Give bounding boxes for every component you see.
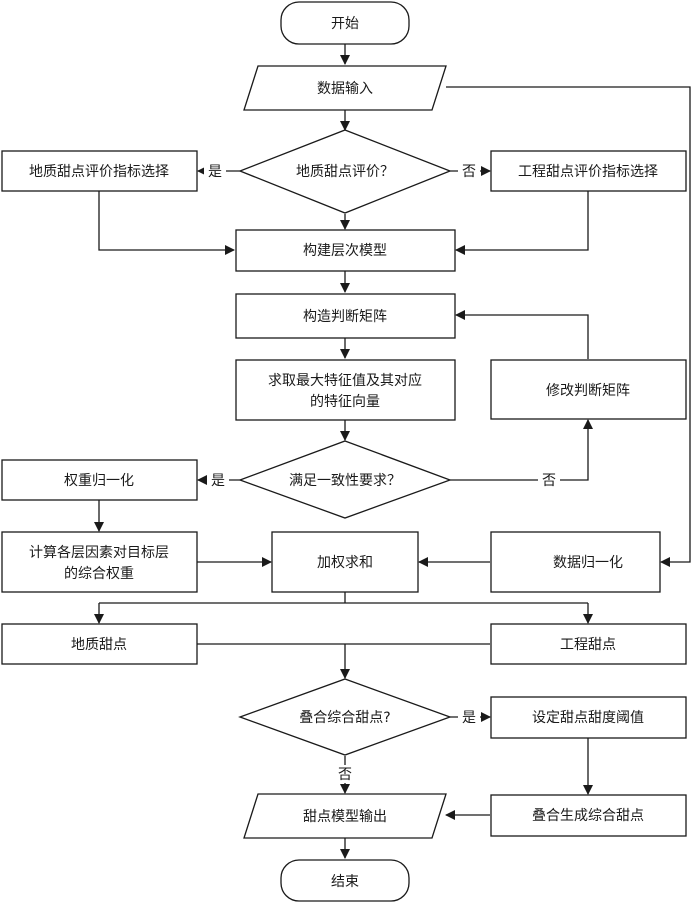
label-yes-overlay: 是 — [462, 710, 476, 726]
node-threshold: 设定甜点甜度阈值 — [490, 696, 687, 739]
node-data-norm-label: 数据归一化 — [553, 554, 623, 571]
node-threshold-label: 设定甜点甜度阈值 — [532, 710, 644, 726]
node-build-matrix-label: 构造判断矩阵 — [303, 309, 387, 325]
node-overlay-gen: 叠合生成综合甜点 — [490, 794, 687, 837]
decision-consistency-label: 满足一致性要求？ — [289, 473, 401, 489]
node-weight-norm: 权重归一化 — [1, 459, 198, 501]
label-no-overlay: 否 — [338, 767, 352, 783]
edge-geo-index-to-model — [98, 191, 235, 255]
node-eng-index-label: 工程甜点评价指标选择 — [518, 164, 658, 180]
node-modify-matrix: 修改判断矩阵 — [490, 359, 687, 420]
node-output-label: 甜点模型输出 — [303, 809, 387, 825]
node-eigen-label-line1: 求取最大特征值及其对应 — [268, 372, 422, 389]
node-start: 开始 — [280, 1, 410, 45]
node-eng-sweet: 工程甜点 — [490, 623, 687, 665]
edge-labels: 是 否 是 否 是 否 — [204, 162, 560, 783]
label-yes-consistency: 是 — [211, 473, 225, 489]
node-data-norm: 数据归一化 — [490, 531, 661, 593]
node-end-label: 结束 — [331, 874, 359, 890]
node-geo-index: 地质甜点评价指标选择 — [1, 150, 198, 192]
edge-modify-to-matrix — [455, 310, 589, 359]
node-weight-norm-label: 权重归一化 — [64, 472, 134, 489]
connectors — [94, 44, 691, 859]
label-yes-geo-eval: 是 — [208, 164, 222, 180]
node-geo-sweet: 地质甜点 — [1, 623, 198, 665]
edge-input-to-data-norm — [446, 86, 691, 567]
node-weighted-sum-label: 加权求和 — [317, 555, 373, 571]
node-composite-label-line2: 的综合权重 — [64, 566, 134, 582]
node-overlay-gen-label: 叠合生成综合甜点 — [532, 808, 644, 824]
node-build-matrix: 构造判断矩阵 — [235, 293, 456, 339]
node-start-label: 开始 — [331, 16, 359, 32]
node-end: 结束 — [280, 859, 410, 902]
node-data-input: 数据输入 — [243, 65, 447, 111]
decision-overlay: 叠合综合甜点? — [238, 678, 452, 756]
decision-overlay-label: 叠合综合甜点? — [299, 710, 390, 726]
node-composite-weight: 计算各层因素对目标层 的综合权重 — [1, 531, 198, 593]
label-no-geo-eval: 否 — [462, 164, 476, 180]
node-build-model: 构建层次模型 — [235, 229, 456, 272]
node-eng-sweet-label: 工程甜点 — [560, 637, 616, 653]
edge-consistency-no — [450, 419, 593, 481]
node-composite-label-line1: 计算各层因素对目标层 — [29, 545, 169, 561]
node-weighted-sum: 加权求和 — [271, 531, 419, 593]
node-data-input-label: 数据输入 — [317, 81, 373, 97]
node-build-model-label: 构建层次模型 — [303, 243, 387, 259]
label-no-consistency: 否 — [542, 473, 556, 489]
node-eng-index: 工程甜点评价指标选择 — [490, 150, 687, 192]
edge-eng-index-to-model — [455, 191, 589, 255]
node-eigen: 求取最大特征值及其对应 的特征向量 — [235, 359, 456, 421]
decision-consistency: 满足一致性要求？ — [238, 440, 452, 519]
decision-geo-eval: 地质甜点评价？ — [238, 129, 452, 214]
node-geo-sweet-label: 地质甜点 — [71, 637, 127, 653]
decision-geo-eval-label: 地质甜点评价？ — [296, 164, 394, 180]
node-modify-matrix-label: 修改判断矩阵 — [546, 383, 630, 399]
node-geo-index-label: 地质甜点评价指标选择 — [29, 164, 169, 180]
node-eigen-label-line2: 的特征向量 — [310, 394, 380, 410]
node-output: 甜点模型输出 — [243, 793, 447, 839]
